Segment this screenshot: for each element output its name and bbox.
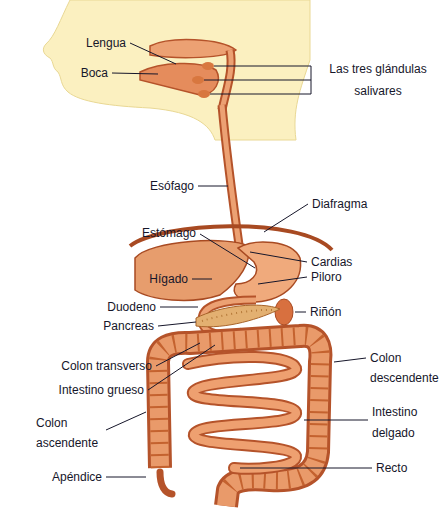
part-label: Colon descendente [370, 348, 442, 388]
kidney [275, 299, 293, 325]
label-holder: Colon transverso [61, 359, 152, 373]
esophagus-inner [222, 105, 240, 252]
label-holder: Hígado [149, 272, 188, 286]
label-holder: Intestino grueso [59, 383, 144, 397]
leader-line [214, 66, 311, 67]
part-label: Cardias [311, 255, 352, 269]
part-label: Esófago [150, 179, 194, 193]
label-holder: Esófago [150, 179, 194, 193]
stomach [234, 242, 300, 302]
part-label: Colon ascendente [36, 413, 102, 453]
label-holder: Cardias [311, 255, 352, 269]
part-label: Las tres glándulas salivares [316, 58, 440, 102]
label-holder: Colon descendente [370, 348, 442, 388]
pancreas [196, 305, 280, 327]
leader-line [204, 80, 311, 81]
leader-line [258, 277, 307, 284]
leader-line [160, 307, 198, 308]
label-holder: Duodeno [107, 300, 156, 314]
leader-line [210, 94, 311, 95]
part-label: Piloro [311, 270, 342, 284]
small-intestine-inner [188, 357, 296, 469]
large-intestine-inner [158, 336, 320, 506]
appendix [160, 472, 172, 494]
label-holder: Intestino delgado [372, 402, 434, 444]
leader-line [264, 204, 308, 232]
small-intestine [188, 357, 296, 469]
leader-line [192, 279, 212, 280]
liver [135, 241, 249, 301]
large-intestine [158, 336, 320, 506]
part-label: Intestino delgado [372, 402, 434, 444]
leader-line [311, 66, 312, 94]
leader-line [106, 477, 146, 478]
part-label: Recto [376, 461, 407, 475]
part-label: Hígado [149, 272, 188, 286]
salivary-gland [192, 76, 204, 84]
head-silhouette [43, 0, 310, 140]
part-label: Intestino grueso [59, 383, 144, 397]
label-holder: Las tres glándulas salivares [316, 58, 440, 102]
leader-line [198, 186, 228, 187]
haustra [158, 336, 320, 490]
label-holder: Diafragma [312, 197, 367, 211]
part-label: Riñón [310, 305, 341, 319]
leader-line [334, 358, 366, 362]
leader-line [250, 252, 307, 262]
label-holder: Colon ascendente [36, 413, 102, 453]
leader-line [156, 343, 200, 366]
pancreas-texture [202, 310, 274, 321]
label-holder: Estómago [142, 226, 196, 240]
diaphragm [130, 226, 332, 250]
leader-line [112, 73, 158, 74]
leader-line [158, 322, 196, 326]
label-holder: Recto [376, 461, 407, 475]
part-label: Diafragma [312, 197, 367, 211]
label-holder: Lengua [86, 36, 126, 50]
leader-line [304, 420, 368, 421]
salivary-gland [202, 62, 214, 70]
part-label: Duodeno [107, 300, 156, 314]
part-label: Colon transverso [61, 359, 152, 373]
label-holder: Riñón [310, 305, 341, 319]
label-holder: Boca [81, 66, 108, 80]
leader-line [295, 312, 306, 313]
label-holder: Pancreas [103, 319, 154, 333]
esophagus [222, 105, 240, 252]
leader-line [200, 234, 255, 268]
label-holder: Apéndice [52, 470, 102, 484]
part-label: Lengua [86, 36, 126, 50]
salivary-gland [198, 90, 210, 98]
part-label: Pancreas [103, 319, 154, 333]
leader-line [106, 412, 146, 430]
leader-lines [106, 43, 372, 477]
label-holder: Piloro [311, 270, 342, 284]
part-label: Apéndice [52, 470, 102, 484]
leader-line [240, 468, 372, 469]
leader-line [130, 43, 176, 64]
part-label: Estómago [142, 226, 196, 240]
leader-line [148, 345, 215, 390]
nasal-cavity [150, 40, 236, 58]
part-label: Boca [81, 66, 108, 80]
